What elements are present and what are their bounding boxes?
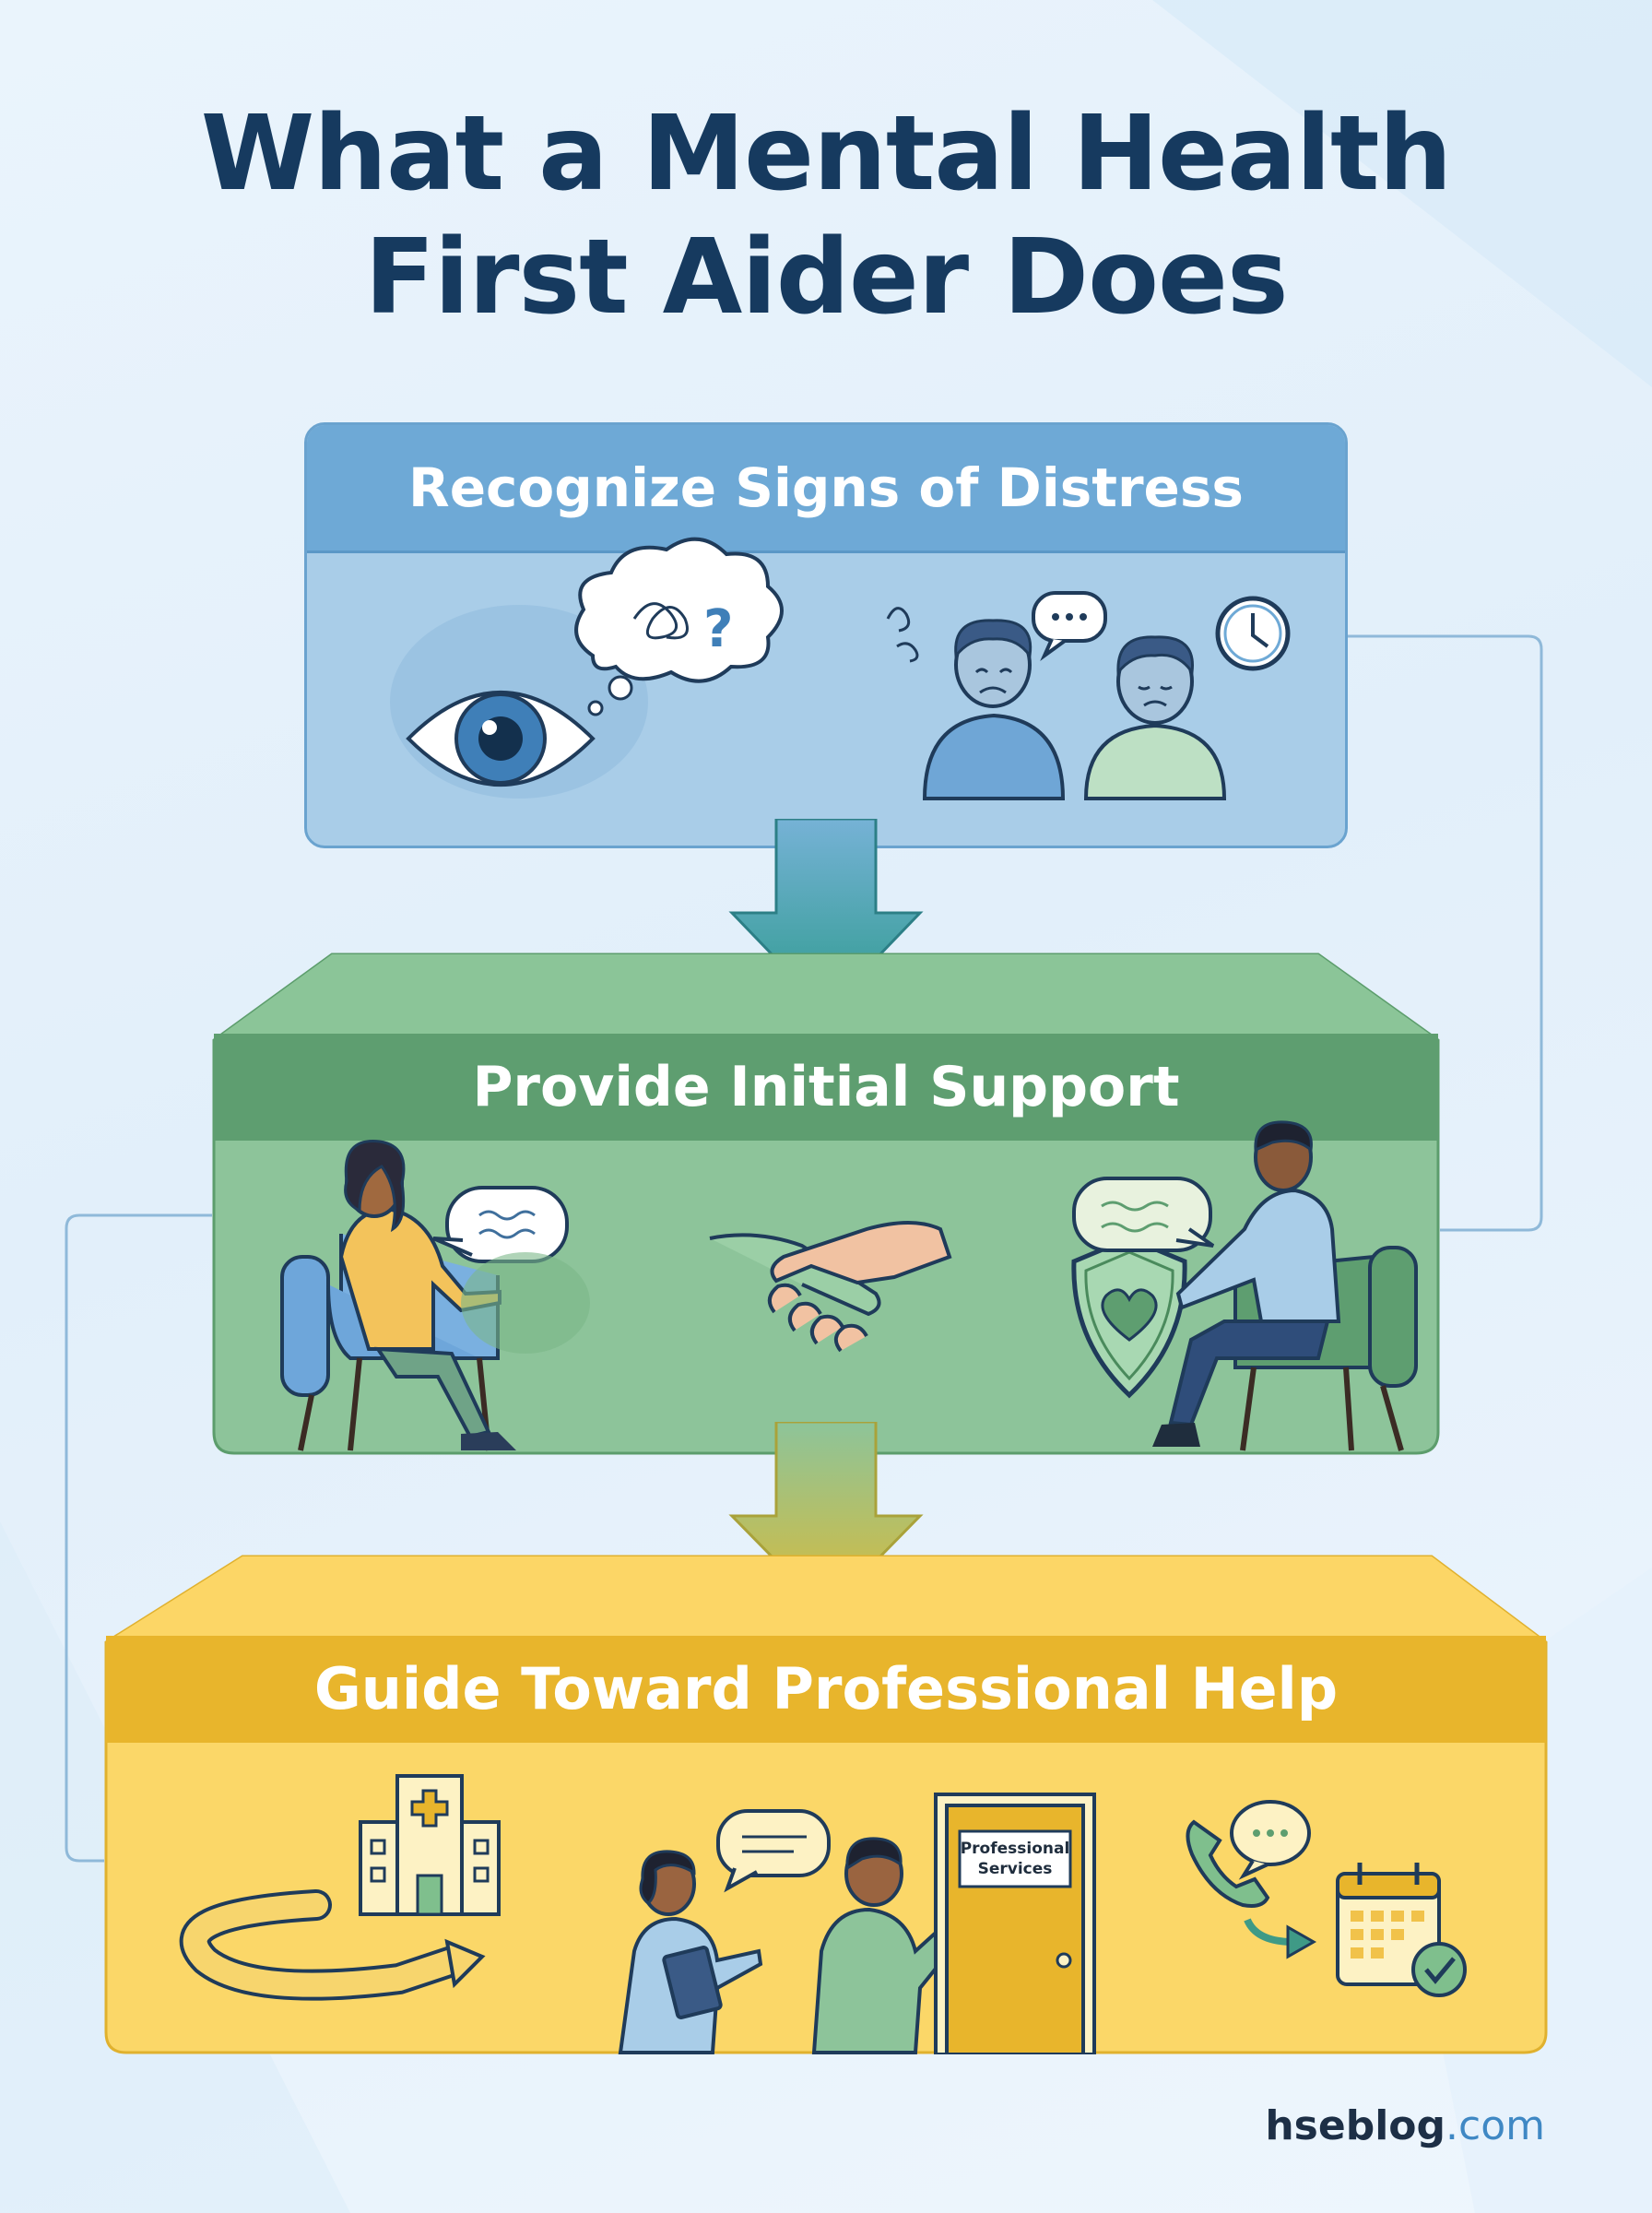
calendar-check-icon (1336, 1863, 1467, 1997)
step-guide-card (104, 1555, 1548, 2054)
seated-listener-icon (280, 1140, 516, 1451)
clock-icon (1215, 596, 1291, 671)
page-title: What a Mental Health First Aider Does (0, 92, 1652, 339)
speech-bubble-icon (1230, 1800, 1311, 1880)
brand-tld: .com (1446, 2102, 1545, 2149)
speech-bubble-icon (716, 1809, 831, 1893)
winding-path-icon (179, 1889, 486, 2001)
step-guide-title: Guide Toward Professional Help (313, 1655, 1339, 1722)
step-provide-support: Provide Initial Support (212, 953, 1440, 1455)
seated-speaker-icon (1152, 1120, 1418, 1451)
door-sign-label: Professional Services (960, 1831, 1070, 1887)
healthcare-worker-icon (618, 1850, 763, 2054)
door-sign-line-1: Professional (960, 1840, 1070, 1858)
page-title-line-1: What a Mental Health (200, 94, 1453, 214)
step-support-title: Provide Initial Support (472, 1055, 1180, 1119)
brand-watermark: hseblog.com (1265, 2102, 1545, 2149)
step-recognize-card: Recognize Signs of Distress ? (304, 422, 1348, 848)
hospital-icon (359, 1774, 501, 1916)
phone-icon (1186, 1819, 1270, 1908)
handshake-icon (709, 1221, 952, 1353)
step-recognize-title: Recognize Signs of Distress (307, 425, 1345, 553)
door-sign-line-2: Services (977, 1860, 1053, 1878)
eye-icon (406, 691, 596, 787)
recognize-illustration: ? (390, 537, 1291, 800)
confused-thought-icon: ? (574, 537, 784, 716)
speech-bubble-icon (1072, 1177, 1215, 1252)
step-recognize-signs: Recognize Signs of Distress ? (304, 422, 1348, 848)
speech-bubble-icon (432, 1186, 569, 1263)
page-title-line-2: First Aider Does (364, 218, 1288, 337)
step-support-card (212, 953, 1440, 1455)
brand-name: hseblog (1265, 2102, 1446, 2149)
professional-services-door-icon (934, 1793, 1096, 2054)
stress-scribble-icon (886, 607, 919, 663)
arrow-right-icon (1244, 1918, 1317, 1959)
svg-text:?: ? (703, 599, 733, 659)
worried-person-icon (1083, 635, 1227, 800)
speech-bubble-icon (1032, 591, 1107, 662)
step-guide-professional: Guide Toward Professional Help Professio… (104, 1555, 1548, 2054)
sad-person-icon (922, 619, 1066, 800)
heart-shield-icon (1071, 1236, 1187, 1399)
